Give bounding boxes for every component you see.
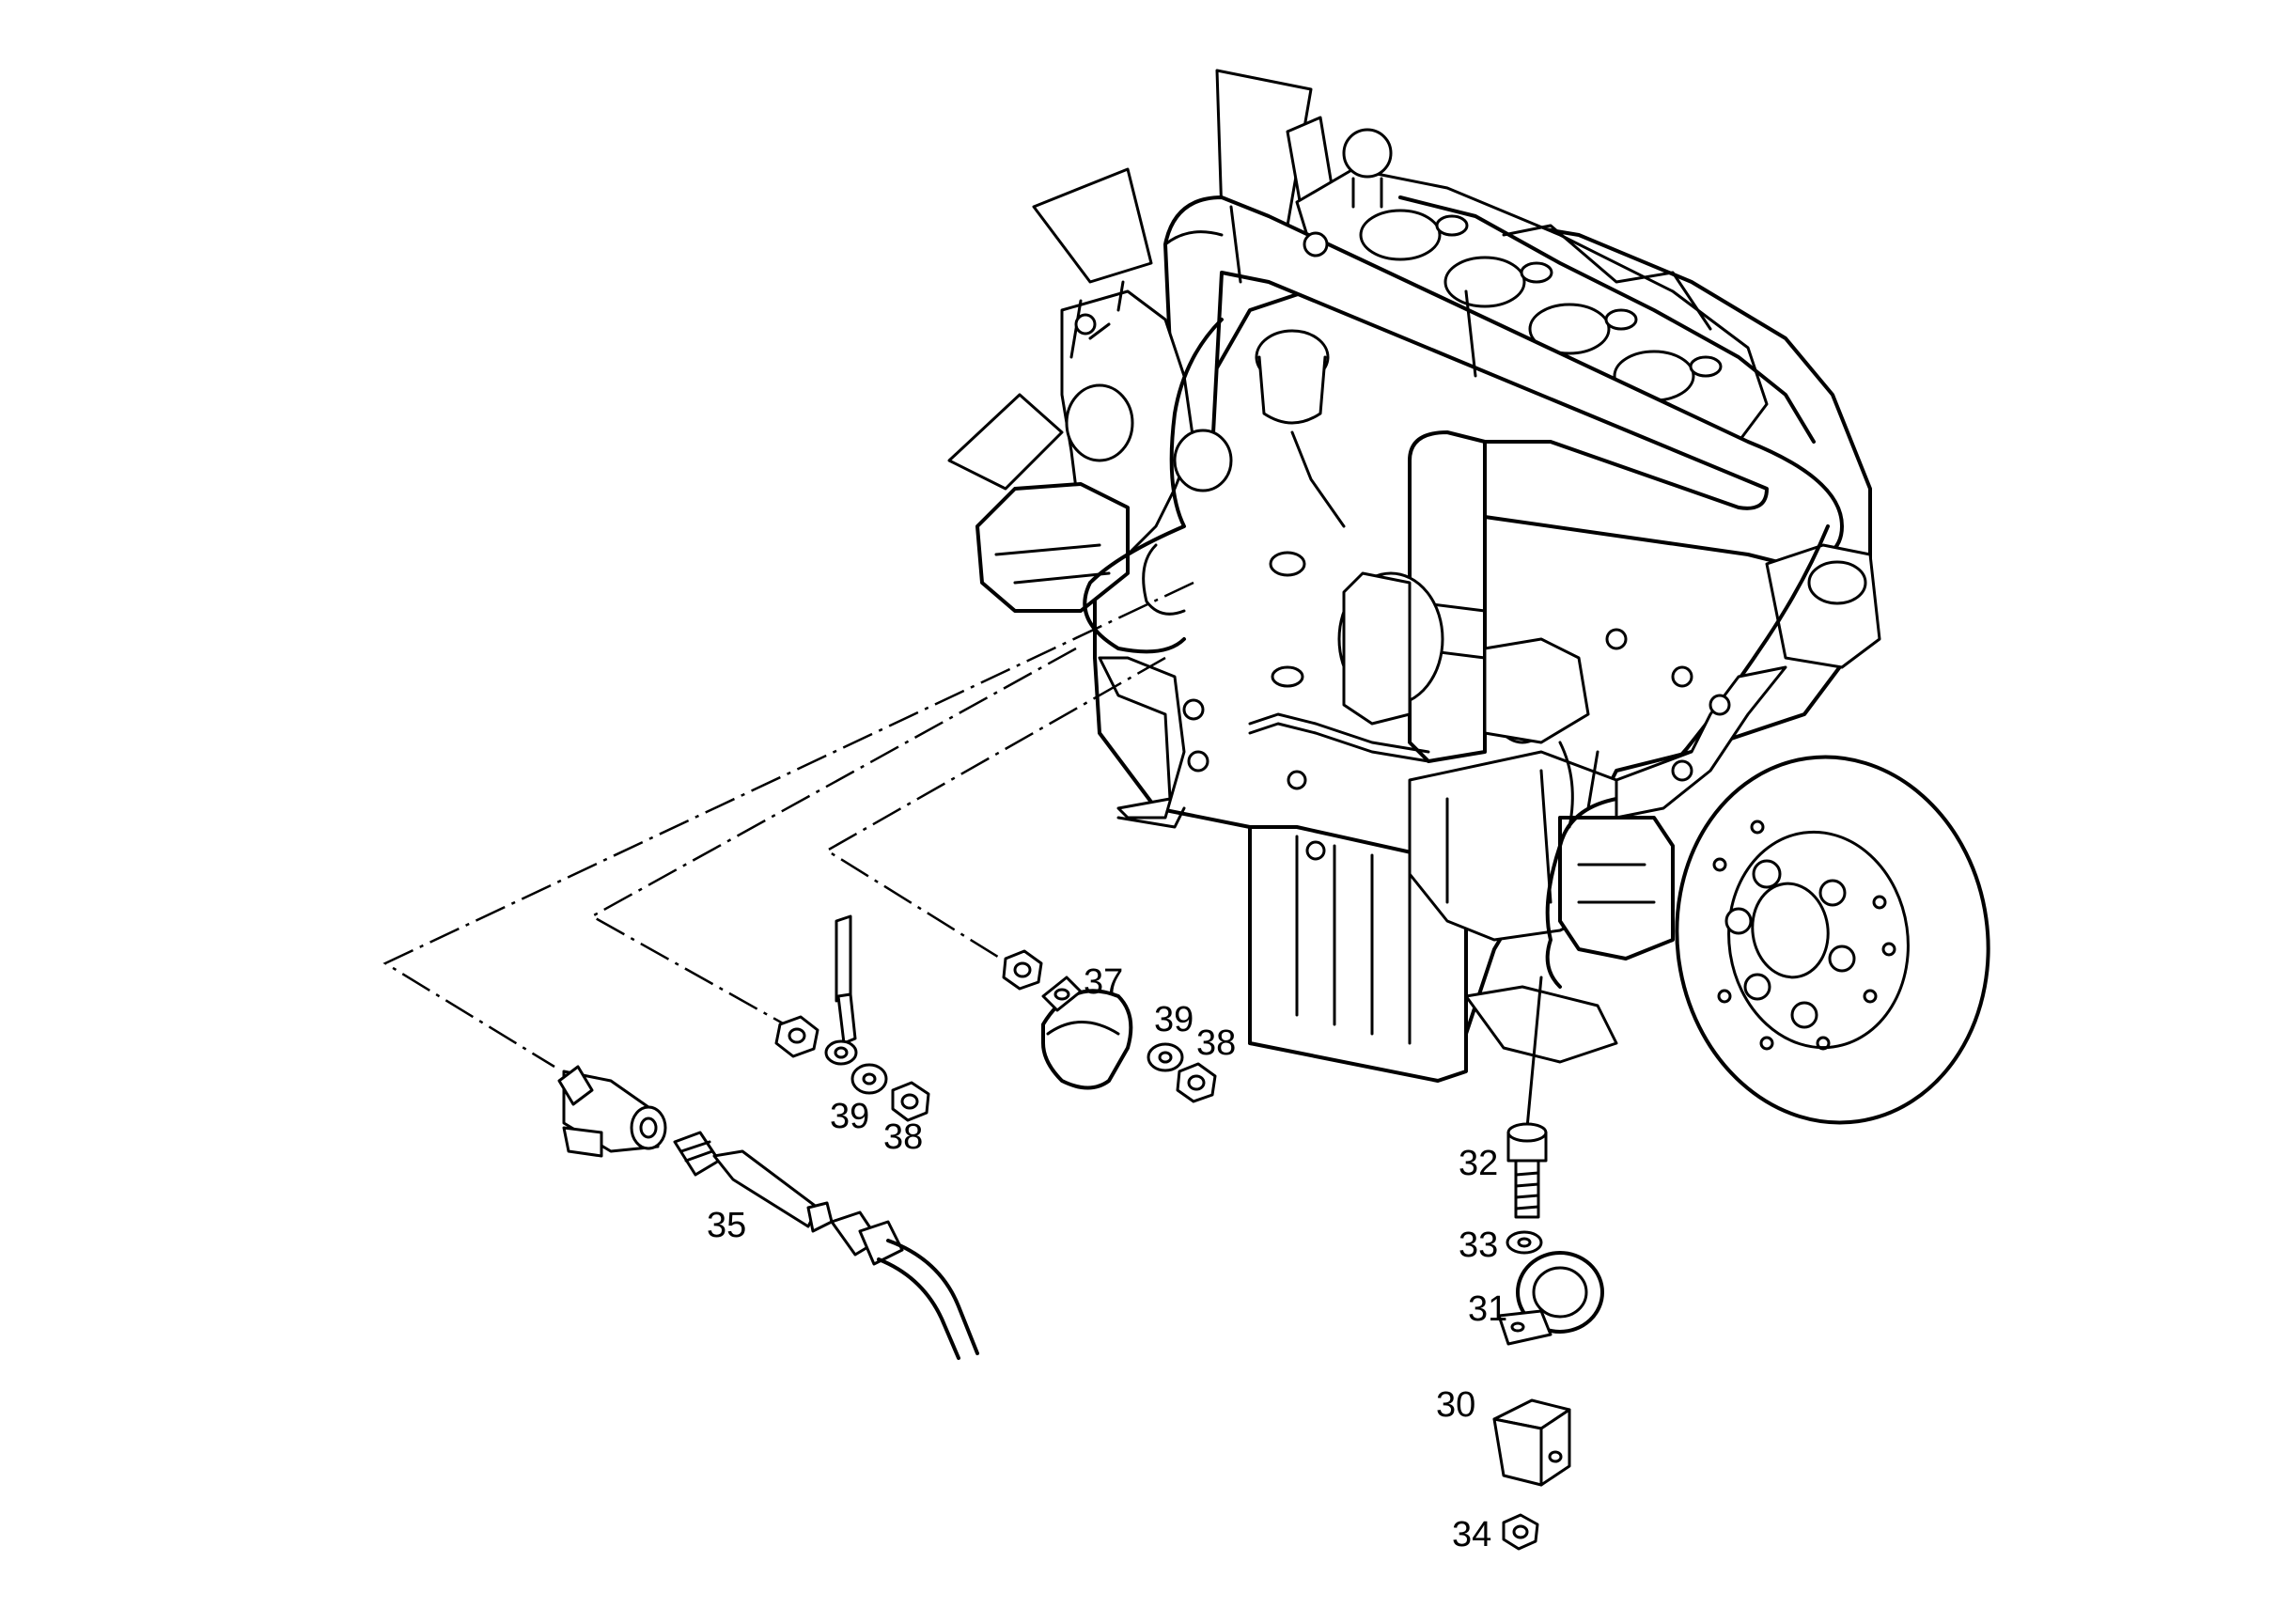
alternator: [975, 482, 1130, 613]
leader-line-clamp-nut: [824, 656, 1166, 960]
oil-cooler: [1342, 571, 1412, 726]
flywheel: [1675, 755, 1990, 1125]
rear-flange: [1615, 665, 1787, 820]
front-harness: [1083, 318, 1224, 654]
sensor-35: [673, 1131, 834, 1233]
intake-pipe: [1163, 195, 1844, 566]
tee-fitting: [557, 1065, 667, 1158]
callout-31: 31: [1468, 1289, 1507, 1329]
leader-lines: [382, 581, 1543, 1130]
leader-line-lower-clamp: [1525, 976, 1543, 1130]
nut-38-right: [1176, 1062, 1217, 1103]
washer-39-right: [1147, 1042, 1184, 1072]
block-bolts: [1074, 231, 1693, 861]
clamp-37: [1041, 976, 1133, 1090]
leader-line-tee-fitting: [382, 581, 1194, 1069]
nut-34: [1502, 1513, 1539, 1551]
fuel-line: [1248, 712, 1430, 754]
callout-38-right: 38: [1196, 1023, 1236, 1063]
front-mount: [1098, 656, 1186, 820]
callout-39-left: 39: [830, 1097, 869, 1136]
top-harness: [1398, 195, 1816, 444]
callout-34: 34: [1452, 1515, 1491, 1554]
callout-37: 37: [1084, 962, 1123, 1002]
oil-pan: [1248, 825, 1468, 1083]
washer-39-left: [850, 1063, 888, 1095]
engine-assembly: [947, 69, 1990, 1125]
oil-filler-cap: [1342, 128, 1393, 179]
leader-line-cable-nut: [589, 647, 1077, 1026]
bolt-32: [1506, 1122, 1548, 1219]
washer-33: [1506, 1230, 1543, 1255]
rear-mount: [1464, 985, 1618, 1064]
callout-32: 32: [1459, 1144, 1498, 1183]
bracket-30: [1492, 1398, 1571, 1487]
callout-38-left: 38: [883, 1117, 923, 1157]
callout-33: 33: [1459, 1226, 1498, 1265]
sensor-cable: [830, 1210, 979, 1360]
callout-35: 35: [707, 1206, 746, 1245]
clamp-31: [1497, 1251, 1604, 1346]
callout-labels: 32 33 31 30 34 37 39 38 39 38 35: [707, 962, 1507, 1554]
callout-39-right: 39: [1154, 1000, 1194, 1039]
nut-38-left: [891, 1081, 930, 1122]
hex-nut-center: [1002, 949, 1043, 991]
cable-ring-terminal: [824, 914, 858, 1066]
starter-motor: [1558, 816, 1675, 960]
callout-30: 30: [1436, 1385, 1475, 1425]
hex-nut-left: [774, 1015, 819, 1058]
